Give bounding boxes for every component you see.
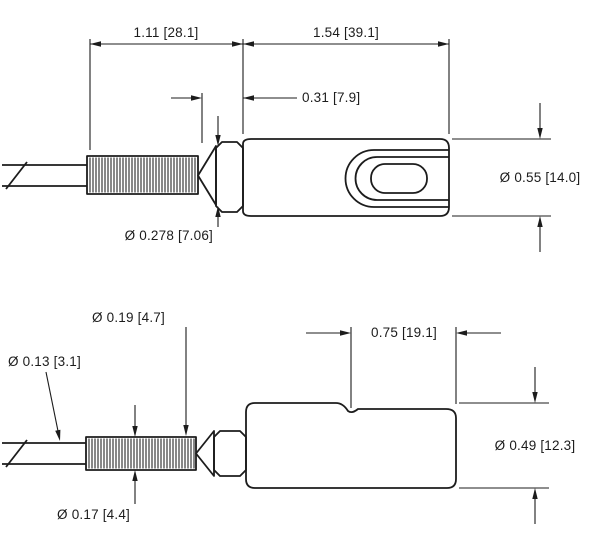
slot-inner-profile [354,156,449,201]
top-view-dimensions: 1.11 [28.1] 1.54 [39.1] 0.31 [7.9] Ø 0.2… [89,25,581,252]
leader-line [45,371,59,432]
thread-hatch [88,438,195,469]
arrowhead [532,488,538,499]
arrowhead [132,470,138,481]
top-view-part [2,138,450,217]
arrowhead [215,135,221,146]
arrowhead [90,41,101,47]
sensor-body-outline [245,402,457,489]
gland-nut [213,430,247,477]
arrowhead [456,330,467,336]
dim-text-body-dia: Ø 0.55 [14.0] [500,170,581,185]
arrowhead [340,330,351,336]
arrowhead [537,216,543,227]
dim-text-flat-length: 0.75 [19.1] [371,325,437,340]
slot-outer-profile [344,149,449,208]
arrowhead [191,95,202,101]
arrowhead [537,128,543,139]
arrowhead [55,429,61,441]
dim-text-cable-dia: Ø 0.13 [3.1] [8,354,81,369]
dim-text-body-length: 1.54 [39.1] [313,25,379,40]
dim-text-thread-minor-dia: Ø 0.17 [4.4] [57,507,130,522]
arrowhead [243,41,254,47]
dim-text-nut-offset: 0.31 [7.9] [302,90,360,105]
thread-outline [86,155,199,195]
arrowhead [215,206,221,217]
bottom-view-part [2,402,457,489]
cable-break-mark [5,439,28,468]
compression-cone [197,145,217,206]
arrowhead [232,41,243,47]
thread-hatch [89,157,196,193]
dim-text-thread-major-dia: Ø 0.19 [4.7] [92,310,165,325]
top-view: 1.11 [28.1] 1.54 [39.1] 0.31 [7.9] Ø 0.2… [2,25,580,252]
compression-cone [195,430,215,477]
gland-nut [215,141,244,213]
arrowhead [132,426,138,437]
bottom-view: Ø 0.19 [4.7] Ø 0.13 [3.1] 0.75 [19.1] Ø … [2,310,575,524]
slot-opening [370,163,428,194]
arrowhead [532,392,538,403]
dim-text-thread-dia: Ø 0.278 [7.06] [125,228,213,243]
sensor-body-outline [242,138,450,217]
dim-text-body-dia: Ø 0.49 [12.3] [495,438,576,453]
arrowhead [243,95,254,101]
dim-text-thread-length: 1.11 [28.1] [133,25,198,40]
arrowhead [438,41,449,47]
cable-break-mark [5,161,28,190]
bottom-view-dimensions: Ø 0.19 [4.7] Ø 0.13 [3.1] 0.75 [19.1] Ø … [8,310,575,524]
arrowhead [183,425,189,436]
